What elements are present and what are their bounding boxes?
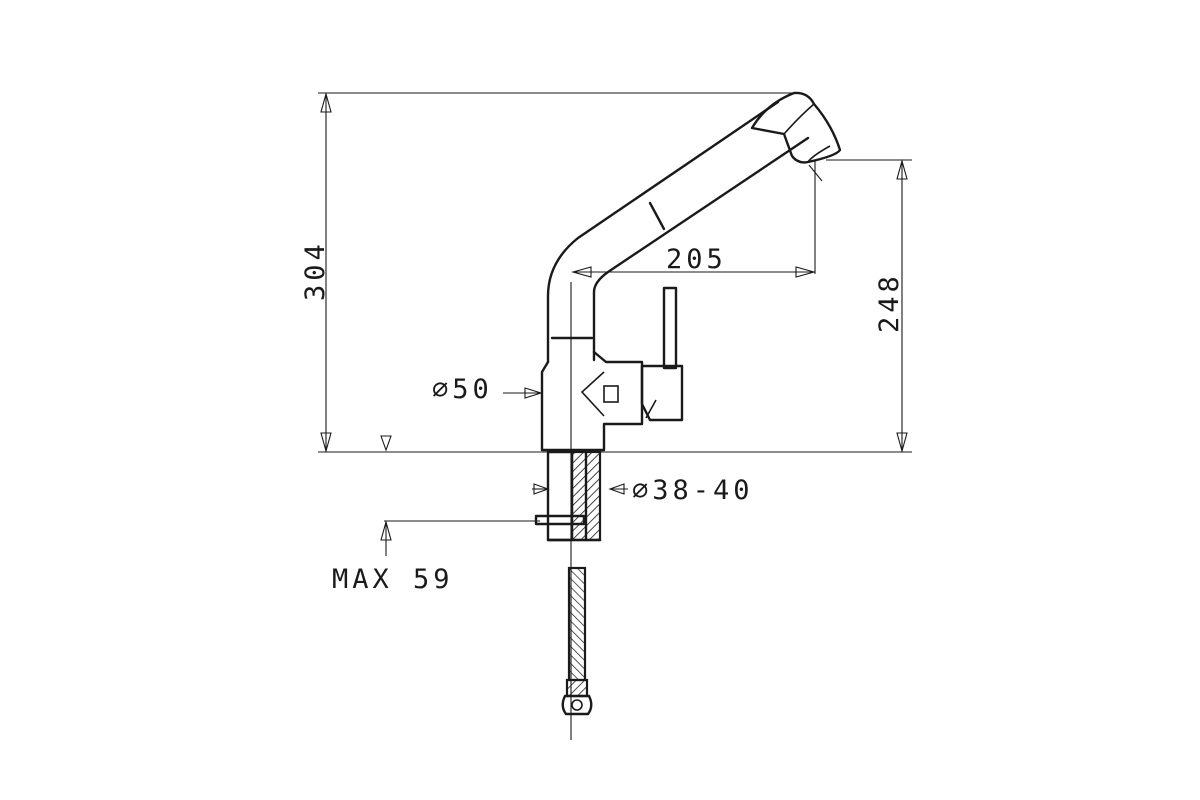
spout-reach-label: 205 <box>666 244 727 275</box>
overall-height-label: 304 <box>300 240 331 301</box>
mounting-stem <box>534 450 602 542</box>
dimension-lines <box>318 91 912 556</box>
flex-hose <box>561 566 593 716</box>
max-thickness-label: MAX 59 <box>332 564 454 595</box>
body-diameter-label: ∅50 <box>432 374 493 405</box>
hole-diameter-label: ∅38-40 <box>632 475 754 506</box>
faucet-outline <box>540 91 842 740</box>
spout-height-label: 248 <box>874 272 905 333</box>
